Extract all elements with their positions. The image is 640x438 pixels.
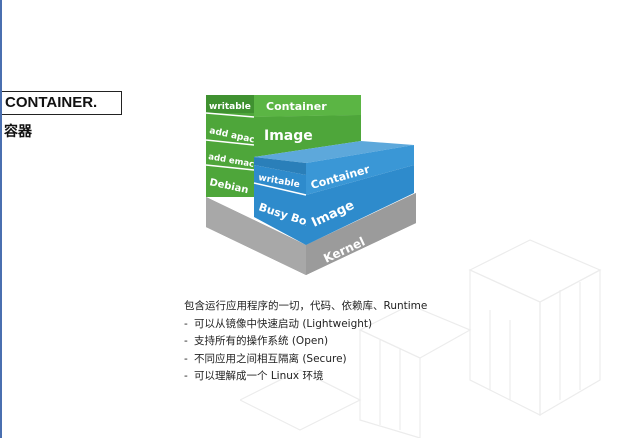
bullet-marker: -: [184, 352, 188, 365]
list-item: -可以从镜像中快速启动 (Lightweight): [184, 316, 427, 334]
slide-title: CONTAINER.: [2, 91, 122, 115]
slide-left-edge: [0, 0, 2, 438]
bullet-text: 可以理解成一个 Linux 环境: [194, 370, 324, 382]
bullet-text: 不同应用之间相互隔离 (Secure): [194, 352, 347, 365]
green-writable-label: writable: [209, 102, 251, 112]
bullet-marker: -: [184, 317, 188, 330]
green-image-stack: writable add apache add emacs Debian Con…: [205, 95, 361, 197]
blue-image-stack: writable Busy Box Container Image: [253, 141, 414, 245]
green-image-label: Image: [264, 128, 313, 144]
description-block: 包含运行应用程序的一切，代码、依赖库、Runtime -可以从镜像中快速启动 (…: [184, 298, 427, 386]
container-stack-diagram: Kernel writable add apache add emacs Deb…: [205, 95, 416, 275]
list-item: -不同应用之间相互隔离 (Secure): [184, 351, 427, 369]
bullet-text: 可以从镜像中快速启动 (Lightweight): [194, 317, 373, 330]
bullet-marker: -: [184, 335, 188, 347]
list-item: -支持所有的操作系统 (Open): [184, 333, 427, 351]
green-container-label: Container: [266, 100, 327, 113]
bullet-text: 支持所有的操作系统 (Open): [194, 335, 329, 347]
background-watermark: [240, 239, 602, 438]
slide-subtitle: 容器: [4, 124, 32, 140]
list-item: -可以理解成一个 Linux 环境: [184, 368, 427, 386]
description-intro: 包含运行应用程序的一切，代码、依赖库、Runtime: [184, 300, 428, 312]
bullet-marker: -: [184, 370, 188, 382]
